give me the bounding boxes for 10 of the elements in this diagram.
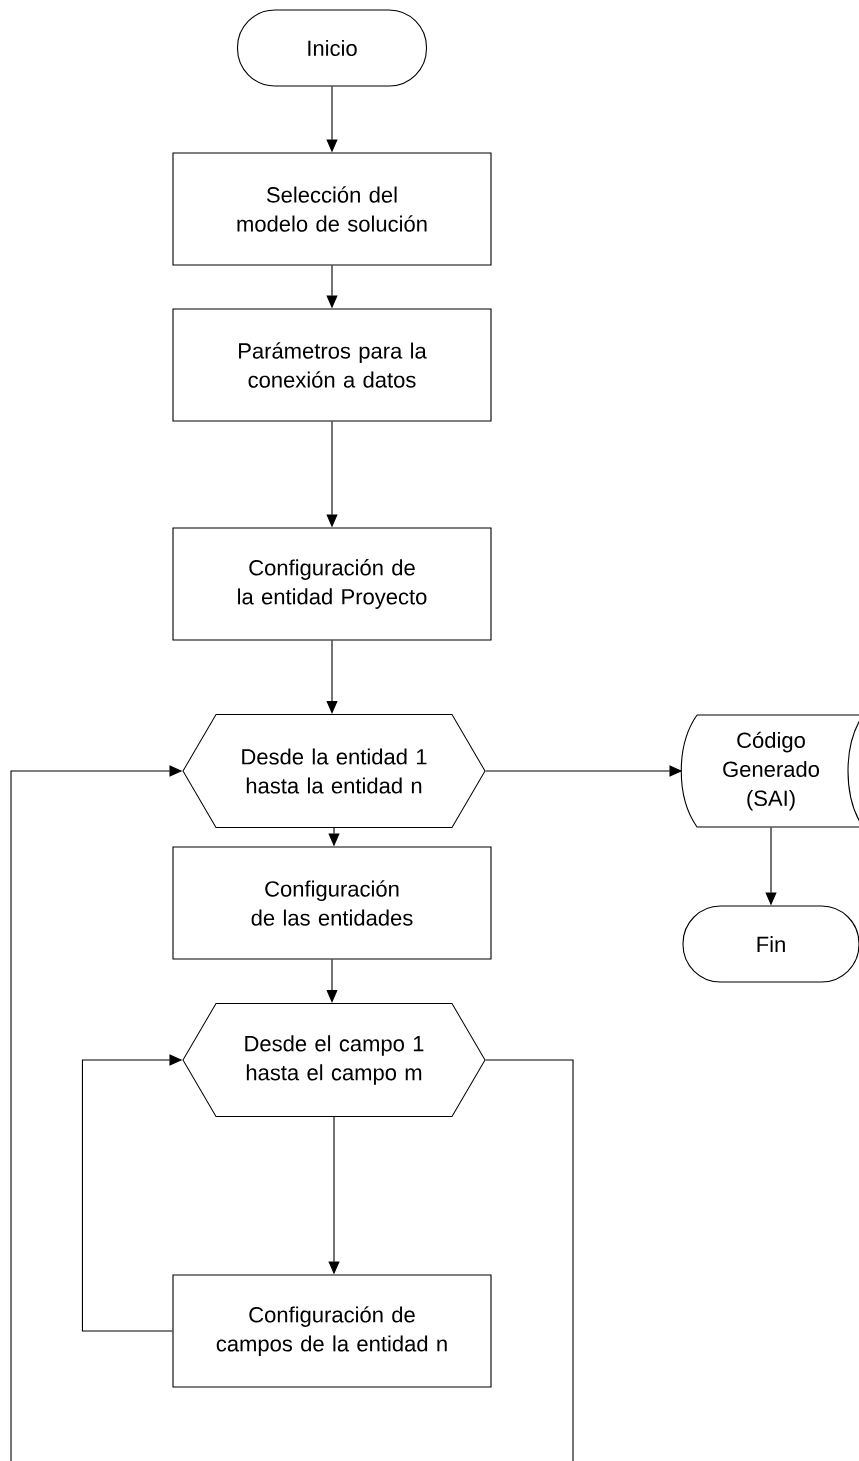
process-box: Configuración de las entidades [172,846,492,960]
loop-hexagon: Desde el campo 1 hasta el campo m [182,1003,486,1117]
stored-data-shape: Código Generado (SAI) [680,714,859,828]
process-box: Configuración de campos de la entidad n [172,1274,492,1388]
arrow [326,640,338,714]
arrow [326,959,338,1003]
process-box: Configuración de la entidad Proyecto [172,527,492,641]
loop-hexagon: Desde la entidad 1 hasta la entidad n [182,714,486,828]
process-box: Selección del modelo de solución [172,152,492,266]
process-box: Parámetros para la conexión a datos [172,308,492,422]
